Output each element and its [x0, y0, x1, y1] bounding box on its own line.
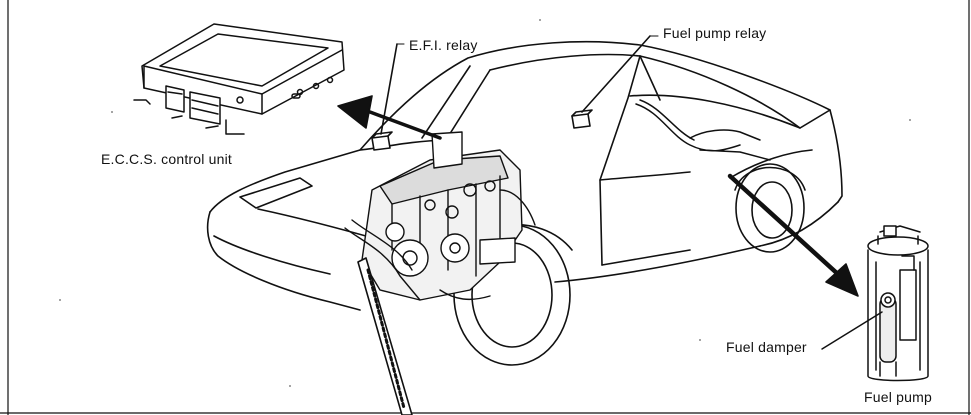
- arrow-to-eccs: [337, 95, 442, 140]
- efi-relay-label: E.F.I. relay: [409, 37, 478, 53]
- fuel-pump-relay-label: Fuel pump relay: [663, 25, 767, 41]
- engine-harness-pointer: [357, 257, 413, 415]
- scan-specks: [59, 19, 911, 387]
- car-body: [206, 40, 843, 311]
- arrow-to-fuel-pump: [727, 173, 859, 297]
- fuel-pump-label: Fuel pump: [864, 389, 932, 405]
- fuel-damper-label: Fuel damper: [726, 339, 807, 355]
- eccs-control-unit-label: E.C.C.S. control unit: [101, 151, 233, 167]
- fuel-line: [635, 99, 771, 161]
- efi-relay-box: [371, 43, 398, 151]
- leader-lines: [396, 35, 659, 45]
- engine-assembly: [344, 131, 536, 301]
- fuel-pump-illustration: [821, 225, 929, 382]
- rear-wheel: [734, 163, 806, 253]
- eccs-control-unit-illustration: [133, 23, 345, 135]
- fuel-pump-relay-box: [571, 35, 651, 129]
